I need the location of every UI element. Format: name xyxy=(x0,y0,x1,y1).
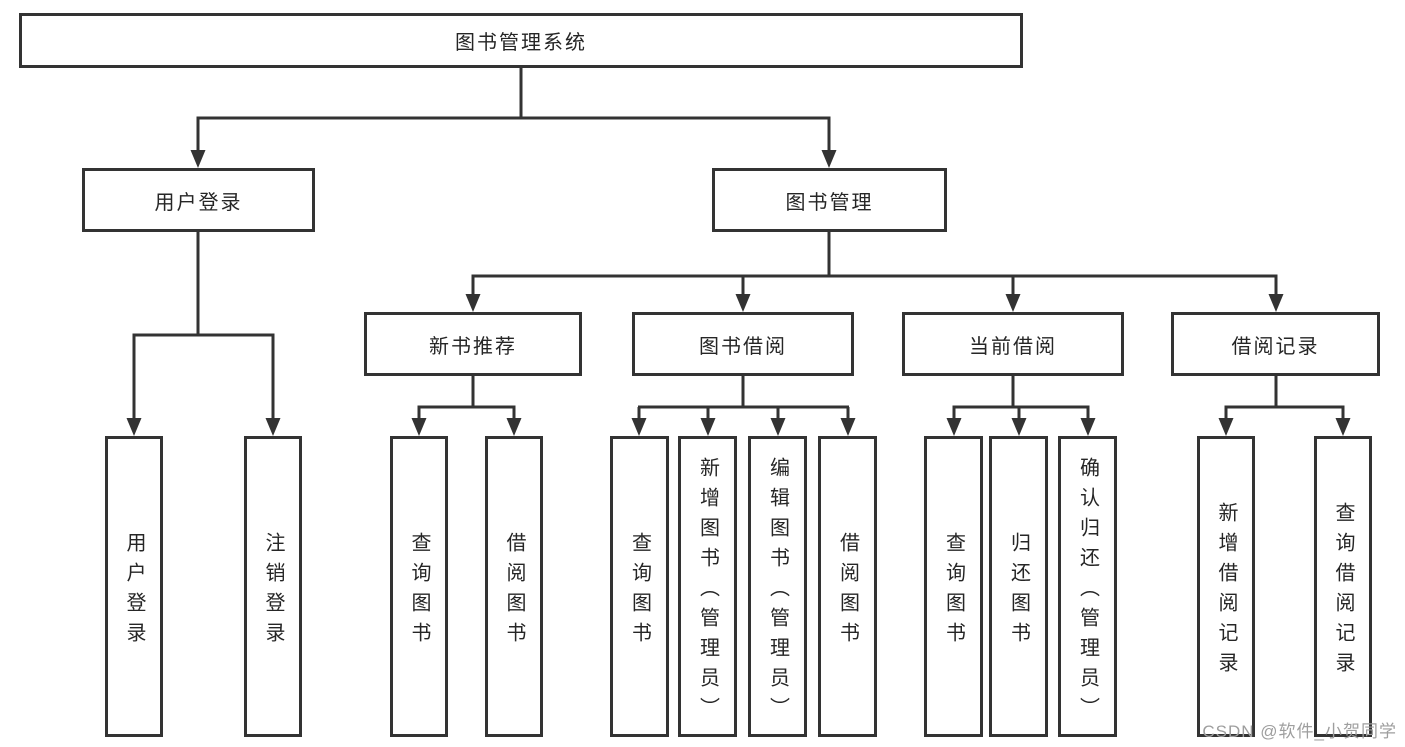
csdn-watermark: CSDN @软件_小贺同学 xyxy=(1202,722,1397,741)
node-book-management: 图书管理 xyxy=(712,168,947,232)
leaf-logout: 注销登录 xyxy=(244,436,302,737)
leaf-query-books-current: 查询图书 xyxy=(924,436,983,737)
leaf-add-borrow-record: 新增借阅记录 xyxy=(1197,436,1255,737)
leaf-confirm-return-admin: 确认归还（管理员） xyxy=(1058,436,1117,737)
leaf-query-books-borrow: 查询图书 xyxy=(610,436,669,737)
node-current-borrowing: 当前借阅 xyxy=(902,312,1124,376)
leaf-user-login: 用户登录 xyxy=(105,436,163,737)
node-book-borrowing: 图书借阅 xyxy=(632,312,854,376)
leaf-borrow-books-recommend: 借阅图书 xyxy=(485,436,543,737)
leaf-query-borrow-record: 查询借阅记录 xyxy=(1314,436,1372,737)
leaf-return-books: 归还图书 xyxy=(989,436,1048,737)
leaf-borrow-books: 借阅图书 xyxy=(818,436,877,737)
node-borrowing-records: 借阅记录 xyxy=(1171,312,1380,376)
node-user-login: 用户登录 xyxy=(82,168,315,232)
leaf-edit-books-admin: 编辑图书（管理员） xyxy=(748,436,807,737)
leaf-add-books-admin: 新增图书（管理员） xyxy=(678,436,737,737)
node-new-book-recommendation: 新书推荐 xyxy=(364,312,582,376)
node-root-library-system: 图书管理系统 xyxy=(19,13,1023,68)
leaf-query-books-recommend: 查询图书 xyxy=(390,436,448,737)
